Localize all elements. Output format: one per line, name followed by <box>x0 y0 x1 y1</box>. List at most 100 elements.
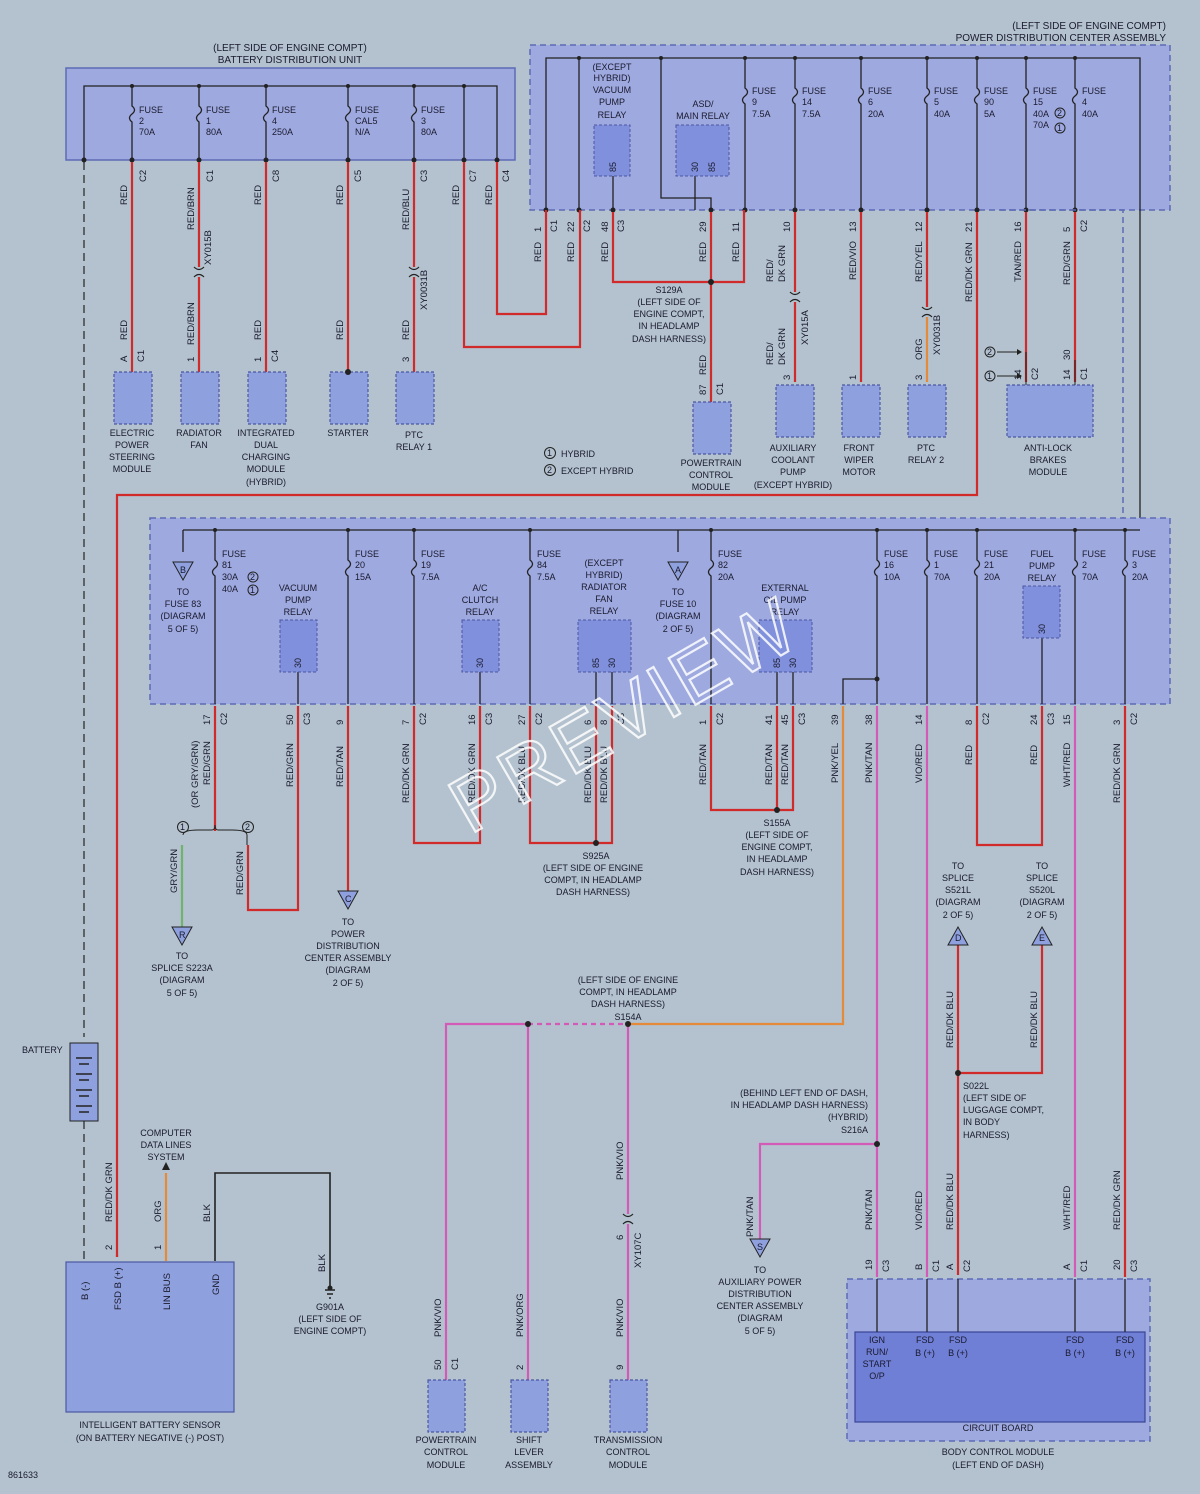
svg-text:POWER: POWER <box>331 929 366 939</box>
svg-text:40A: 40A <box>1033 109 1049 119</box>
svg-text:RED: RED <box>253 185 264 205</box>
svg-text:RELAY: RELAY <box>590 606 619 616</box>
svg-text:FSD: FSD <box>1066 1335 1085 1345</box>
svg-text:RED/GRN: RED/GRN <box>202 741 213 785</box>
svg-text:30: 30 <box>607 658 617 668</box>
svg-text:FUSE: FUSE <box>206 105 230 115</box>
svg-text:INTEGRATED: INTEGRATED <box>237 428 295 438</box>
svg-text:GND: GND <box>211 1274 222 1295</box>
svg-text:(BEHIND LEFT END OF DASH,: (BEHIND LEFT END OF DASH, <box>740 1088 868 1098</box>
svg-text:RED/DK GRN: RED/DK GRN <box>1112 743 1123 803</box>
svg-text:CIRCUIT BOARD: CIRCUIT BOARD <box>963 1423 1034 1433</box>
pdc-box <box>529 44 1171 211</box>
svg-text:C4: C4 <box>270 350 281 362</box>
svg-text:12: 12 <box>914 221 925 232</box>
pdc-title-2: POWER DISTRIBUTION CENTER ASSEMBLY <box>956 33 1167 44</box>
svg-text:B (+): B (+) <box>1065 1348 1085 1358</box>
svg-text:85: 85 <box>608 162 618 172</box>
svg-text:S925A: S925A <box>582 851 609 861</box>
svg-text:SPLICE: SPLICE <box>1026 873 1058 883</box>
svg-text:FUSE: FUSE <box>355 105 379 115</box>
svg-text:S: S <box>757 1242 763 1252</box>
bdu-box <box>65 67 516 161</box>
svg-text:85: 85 <box>772 658 782 668</box>
svg-text:40A: 40A <box>222 584 238 594</box>
svg-text:2 OF 5): 2 OF 5) <box>943 910 974 920</box>
svg-text:C1: C1 <box>931 1260 942 1272</box>
svg-text:A: A <box>119 355 130 362</box>
svg-text:3: 3 <box>401 357 412 362</box>
svg-text:AUXILIARY: AUXILIARY <box>770 443 817 453</box>
svg-text:TO: TO <box>672 587 684 597</box>
svg-text:START: START <box>863 1359 892 1369</box>
svg-text:IN BODY: IN BODY <box>963 1117 1000 1127</box>
svg-text:RED: RED <box>698 242 709 262</box>
svg-text:C3: C3 <box>881 1260 892 1272</box>
svg-text:RELAY: RELAY <box>284 607 313 617</box>
svg-text:(OR GRY/GRN): (OR GRY/GRN) <box>190 741 201 808</box>
svg-text:19: 19 <box>864 1259 875 1270</box>
pdc-relay-label-1: (EXCEPT <box>592 62 632 72</box>
svg-text:(EXCEPT: (EXCEPT <box>584 558 624 568</box>
svg-text:VACUUM: VACUUM <box>593 85 631 95</box>
svg-text:24: 24 <box>1029 714 1040 725</box>
svg-text:30: 30 <box>293 658 303 668</box>
svg-text:RED/DK GRN: RED/DK GRN <box>401 743 412 803</box>
svg-text:1: 1 <box>253 357 264 362</box>
svg-text:1: 1 <box>1057 123 1062 133</box>
svg-text:9: 9 <box>752 97 757 107</box>
svg-text:3: 3 <box>1112 720 1123 725</box>
svg-text:RED: RED <box>600 242 611 262</box>
svg-text:C3: C3 <box>302 713 313 725</box>
svg-text:COOLANT: COOLANT <box>771 455 815 465</box>
svg-text:ENGINE COMPT,: ENGINE COMPT, <box>741 842 812 852</box>
svg-text:S129A: S129A <box>655 285 682 295</box>
svg-text:MODULE: MODULE <box>609 1460 648 1470</box>
svg-text:70A: 70A <box>1082 572 1098 582</box>
svg-text:RED: RED <box>119 185 130 205</box>
svg-text:POWER: POWER <box>115 440 150 450</box>
svg-text:80A: 80A <box>206 127 222 137</box>
svg-text:16: 16 <box>467 714 478 725</box>
diagram-id: 861633 <box>8 1470 38 1480</box>
svg-text:CAL5: CAL5 <box>355 116 378 126</box>
svg-text:RED/TAN: RED/TAN <box>698 744 709 785</box>
svg-text:5: 5 <box>934 97 939 107</box>
svg-text:1: 1 <box>153 1245 164 1250</box>
svg-text:FUSE: FUSE <box>802 86 826 96</box>
svg-text:7.5A: 7.5A <box>421 572 440 582</box>
svg-text:C2: C2 <box>418 713 429 725</box>
svg-text:S154A: S154A <box>614 1012 641 1022</box>
svg-text:CHARGING: CHARGING <box>242 452 291 462</box>
svg-text:90: 90 <box>984 97 994 107</box>
svg-text:VACUUM: VACUUM <box>279 583 317 593</box>
svg-text:RED: RED <box>253 320 264 340</box>
svg-text:6: 6 <box>583 720 594 725</box>
svg-text:MAIN RELAY: MAIN RELAY <box>676 111 730 121</box>
svg-text:(EXCEPT HYBRID): (EXCEPT HYBRID) <box>754 480 832 490</box>
svg-text:TAN/RED: TAN/RED <box>1013 241 1024 282</box>
svg-text:CONTROL: CONTROL <box>606 1447 650 1457</box>
battery-label: BATTERY <box>22 1045 63 1055</box>
svg-text:XY0031B: XY0031B <box>419 270 430 310</box>
svg-text:C2: C2 <box>715 713 726 725</box>
svg-text:20A: 20A <box>984 572 1000 582</box>
svg-text:C1: C1 <box>450 1358 461 1370</box>
svg-text:40A: 40A <box>1082 109 1098 119</box>
svg-text:DK GRN: DK GRN <box>777 245 788 282</box>
svg-text:RELAY 1: RELAY 1 <box>396 442 432 452</box>
svg-text:DK GRN: DK GRN <box>777 328 788 365</box>
svg-text:POWERTRAIN: POWERTRAIN <box>681 458 742 468</box>
svg-text:C3: C3 <box>1129 1260 1140 1272</box>
svg-text:MODULE: MODULE <box>427 1460 466 1470</box>
svg-text:S521L: S521L <box>945 885 971 895</box>
starter <box>329 371 369 425</box>
svg-text:FUSE: FUSE <box>868 86 892 96</box>
svg-text:LEVER: LEVER <box>514 1447 544 1457</box>
svg-text:6: 6 <box>615 1235 626 1240</box>
svg-text:FUSE 10: FUSE 10 <box>660 599 697 609</box>
svg-text:PUMP: PUMP <box>599 97 625 107</box>
svg-text:39: 39 <box>830 714 841 725</box>
